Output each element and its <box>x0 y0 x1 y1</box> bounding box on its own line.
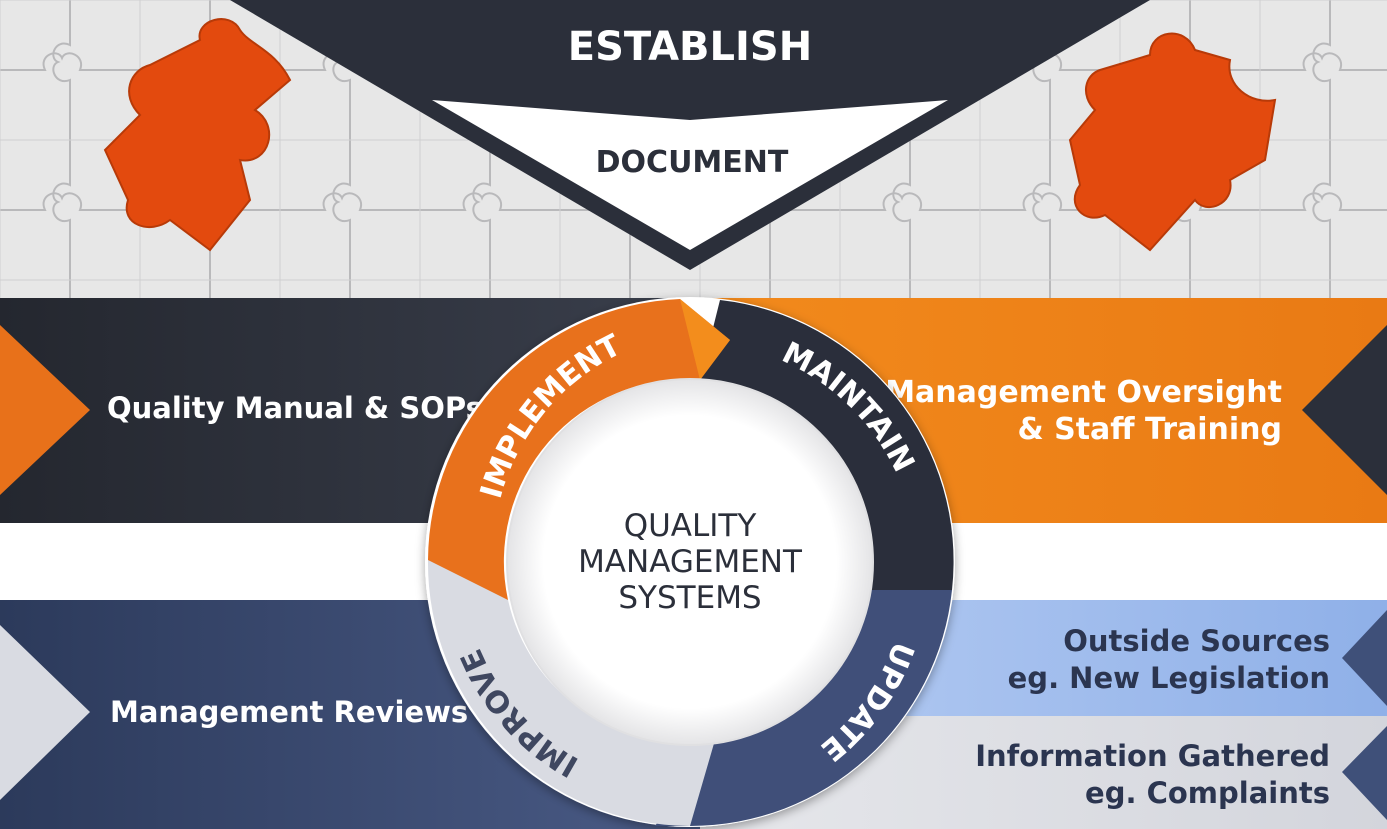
outside-line2: eg. New Legislation <box>1008 661 1330 695</box>
oversight-line1: Management Oversight <box>885 375 1282 410</box>
implement-arrowhead <box>680 299 730 380</box>
info-line2: eg. Complaints <box>1085 776 1330 810</box>
quality-manual-label: Quality Manual & SOPs <box>107 391 483 425</box>
document-banner <box>432 100 948 250</box>
center-line1: QUALITY <box>624 508 757 544</box>
puzzle-piece-right-icon <box>1068 32 1277 252</box>
center-disc <box>506 378 874 746</box>
band-outside-sources-arrow <box>1342 610 1387 706</box>
implement-segment <box>428 299 730 600</box>
document-notch <box>432 100 948 120</box>
info-line1: Information Gathered <box>975 739 1330 773</box>
center-line2: MANAGEMENT <box>578 544 803 580</box>
band-management-reviews-arrow <box>0 625 90 800</box>
band-management-oversight-arrow <box>1302 325 1387 495</box>
document-label: DOCUMENT <box>596 145 789 180</box>
oversight-line2: & Staff Training <box>1017 412 1282 447</box>
improve-segment <box>427 555 715 826</box>
puzzle-piece-left-icon <box>103 18 292 252</box>
band-quality-manual-arrow <box>0 325 90 495</box>
band-information-gathered-arrow <box>1342 726 1387 820</box>
management-reviews-label: Management Reviews <box>110 695 468 729</box>
center-line3: SYSTEMS <box>618 580 761 616</box>
establish-label: ESTABLISH <box>568 24 812 70</box>
maintain-segment <box>700 300 954 630</box>
update-segment <box>655 590 952 827</box>
outside-line1: Outside Sources <box>1063 624 1330 658</box>
